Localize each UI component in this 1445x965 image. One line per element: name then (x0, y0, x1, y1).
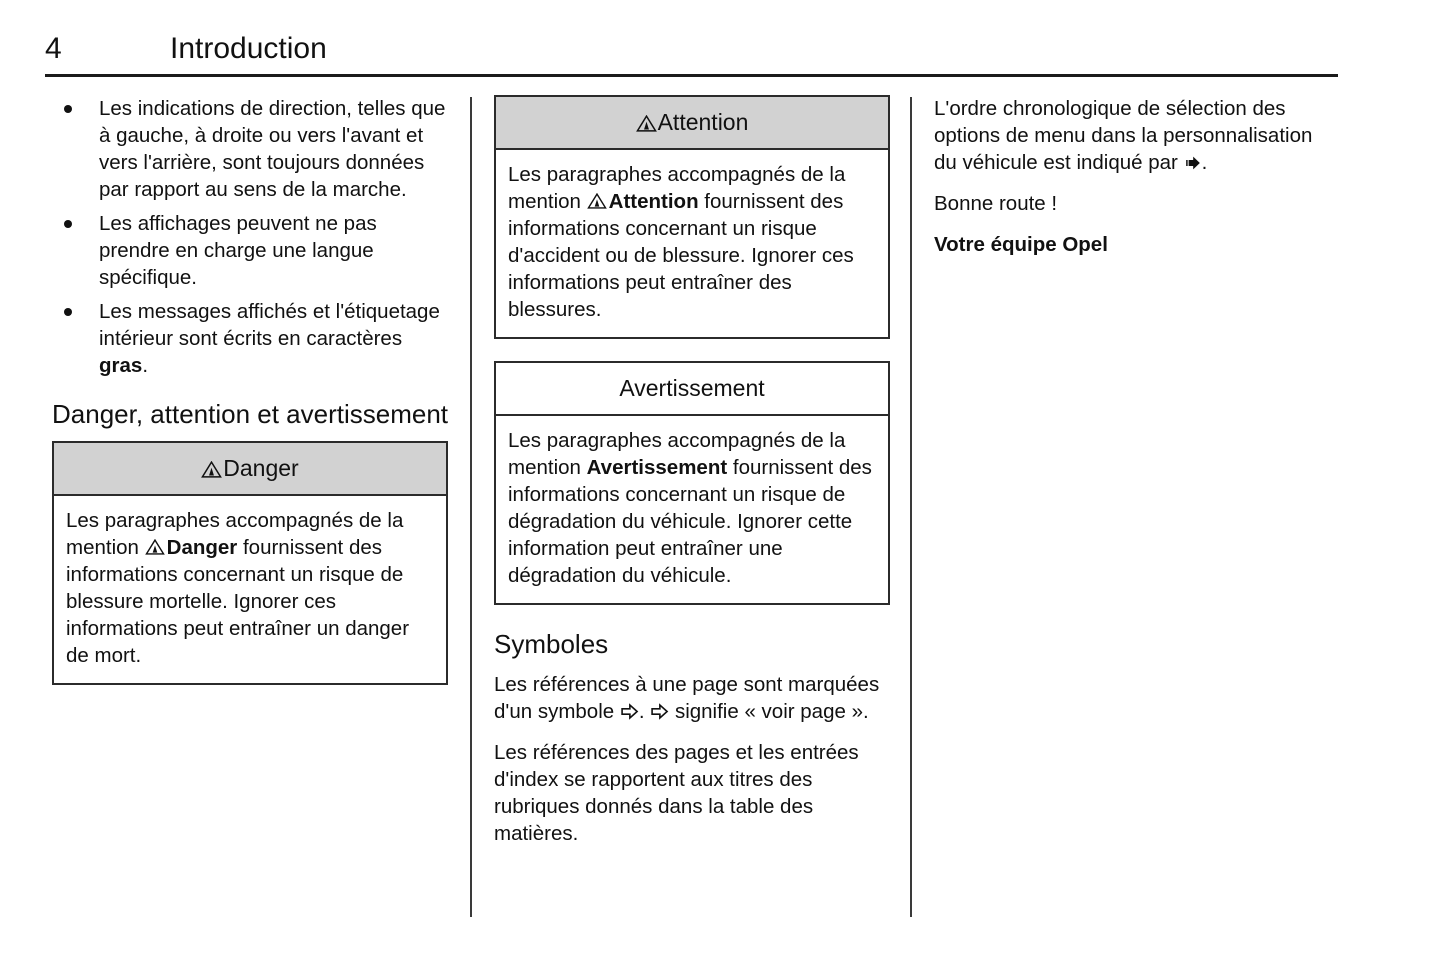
list-item-text: Les affichages peuvent ne pas prendre en… (99, 212, 377, 289)
signature-line: Votre équipe Opel (934, 233, 1108, 256)
bullet-dot-icon (64, 220, 72, 228)
list-item-text: Les messages affichés et l'étiquetage in… (99, 300, 440, 350)
attention-notice-title: Attention (657, 109, 749, 135)
section-heading-symboles: Symboles (494, 629, 609, 659)
chronological-order-paragraph: L'ordre chronologique de sélection des o… (934, 95, 1334, 176)
attention-body-part2: fournissent des informations concernant … (508, 190, 854, 321)
avertissement-notice-body: Les paragraphes accompagnés de la mentio… (496, 416, 888, 603)
section-heading-danger-attention-avertissement: Danger, attention et avertissement (52, 399, 449, 429)
list-item-text-tail: . (142, 354, 149, 377)
avertissement-notice-header: Avertissement (496, 363, 888, 416)
header-divider-rule (45, 74, 1338, 77)
warning-triangle-icon (635, 115, 657, 132)
symboles-p1-part1: Les références à une page sont marquées … (494, 673, 880, 723)
list-item: Les affichages peuvent ne pas prendre en… (52, 210, 448, 291)
solid-right-arrow-icon (1184, 154, 1202, 172)
attention-body-emphasis: Attention (608, 190, 699, 213)
avertissement-body-part2: fournissent des informations concernant … (508, 456, 872, 587)
attention-notice-box: Attention Les paragraphes accompagnés de… (494, 95, 890, 339)
hollow-right-arrow-icon (650, 702, 669, 721)
danger-notice-body: Les paragraphes accompagnés de la mentio… (54, 496, 446, 683)
column-divider-right (910, 97, 912, 917)
hollow-right-arrow-icon (620, 702, 639, 721)
page-header: 4 Introduction (45, 34, 1340, 78)
list-item-text: Les indications de direction, telles que… (99, 97, 446, 201)
symboles-p1-part3: signifie « voir page ». (669, 700, 869, 723)
column-divider-left (470, 97, 472, 917)
column-two: Attention Les paragraphes accompagnés de… (494, 95, 890, 847)
column-one: Les indications de direction, telles que… (52, 95, 448, 707)
list-item-emphasis: gras (99, 354, 143, 377)
danger-body-part2: fournissent des informations concernant … (66, 536, 410, 667)
danger-body-part1: Les paragraphes accompagnés de la mentio… (66, 509, 404, 559)
chronological-order-text-tail: . (1201, 151, 1208, 174)
chronological-order-text: L'ordre chronologique de sélection des o… (934, 97, 1313, 174)
page-title: Introduction (170, 32, 327, 65)
danger-notice-title: Danger (223, 455, 299, 481)
avertissement-body-part1: Les paragraphes accompagnés de la mentio… (508, 429, 846, 479)
content-columns: Les indications de direction, telles que… (0, 95, 1445, 925)
page-number: 4 (45, 32, 62, 65)
list-item: Les messages affichés et l'étiquetage in… (52, 298, 448, 379)
avertissement-body-emphasis: Avertissement (586, 456, 728, 479)
symboles-paragraph-2: Les références des pages et les entrées … (494, 741, 859, 845)
symboles-p1-part2: . (638, 700, 651, 723)
column-three: L'ordre chronologique de sélection des o… (934, 95, 1334, 258)
avertissement-notice-box: Avertissement Les paragraphes accompagné… (494, 361, 890, 605)
avertissement-notice-title: Avertissement (619, 375, 765, 401)
warning-triangle-icon (144, 539, 166, 556)
danger-body-emphasis: Danger (166, 536, 238, 559)
symboles-paragraph-1: Les références à une page sont marquées … (494, 671, 890, 725)
warning-triangle-icon (586, 193, 608, 210)
list-item: Les indications de direction, telles que… (52, 95, 448, 203)
attention-notice-body: Les paragraphes accompagnés de la mentio… (496, 150, 888, 337)
bullet-dot-icon (64, 105, 72, 113)
attention-body-part1: Les paragraphes accompagnés de la mentio… (508, 163, 846, 213)
closing-line: Bonne route ! (934, 192, 1058, 215)
danger-notice-box: Danger Les paragraphes accompagnés de la… (52, 441, 448, 685)
danger-notice-header: Danger (54, 443, 446, 496)
intro-bullet-list: Les indications de direction, telles que… (52, 95, 448, 379)
bullet-dot-icon (64, 308, 72, 316)
warning-triangle-icon (201, 461, 223, 478)
attention-notice-header: Attention (496, 97, 888, 150)
